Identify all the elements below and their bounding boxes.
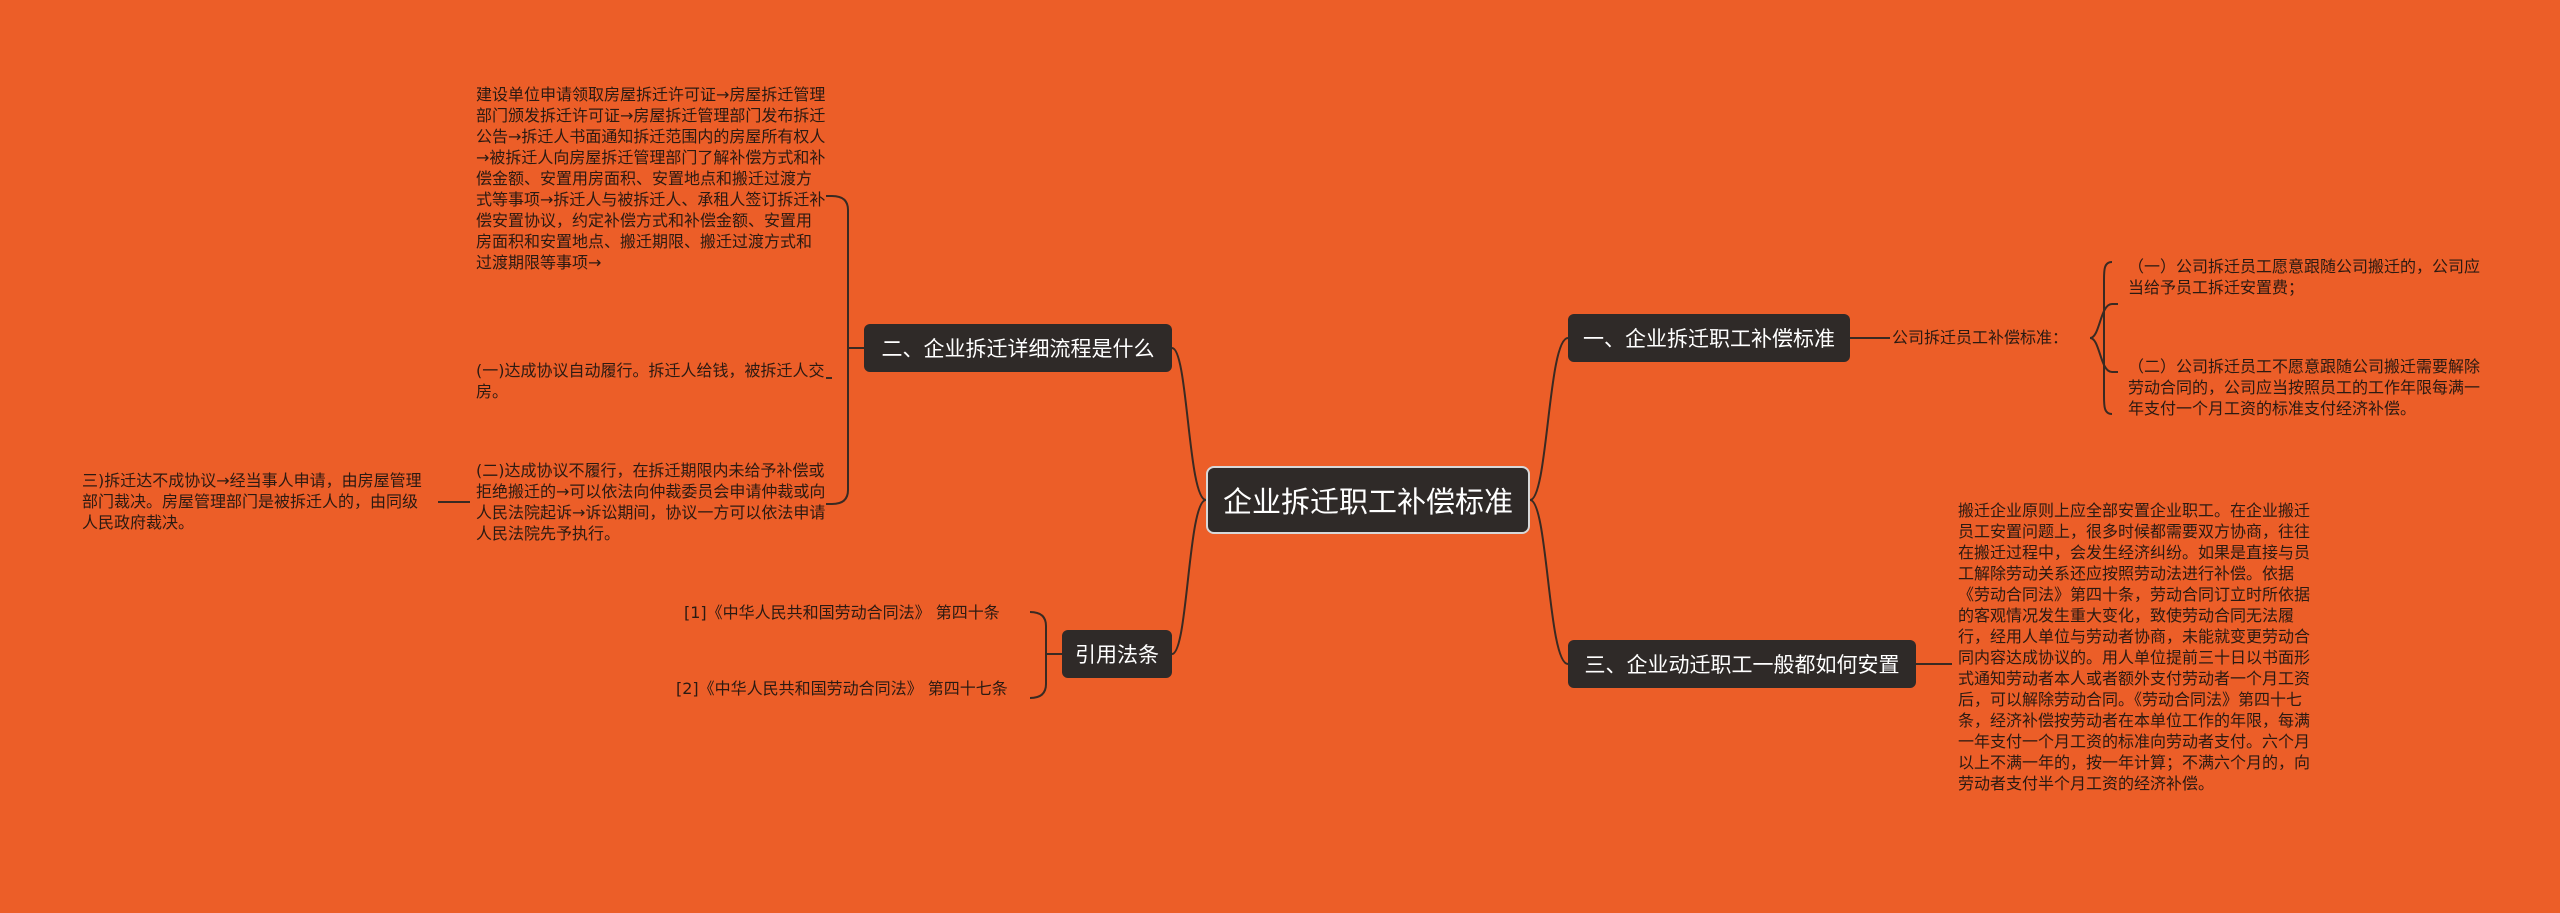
bracket-b2	[831, 195, 849, 505]
branch-label: 一、企业拆迁职工补偿标准	[1583, 327, 1835, 351]
leaf-relocation-fee: （一）公司拆迁员工愿意跟随公司搬迁的，公司应当给予员工拆迁安置费；	[2128, 257, 2481, 297]
branch-label: 引用法条	[1075, 643, 1159, 667]
link-root-b4	[1171, 499, 1207, 655]
link-root-b1	[1529, 337, 1569, 501]
leaf-law-article-47: [2]《中华人民共和国劳动合同法》 第四十七条	[676, 679, 1008, 698]
link-sublabel-leaves	[2089, 303, 2118, 373]
branch-compensation-standard[interactable]: 一、企业拆迁职工补偿标准	[1568, 314, 1850, 362]
bracket-b1	[2103, 261, 2113, 415]
link-root-b3	[1529, 499, 1569, 665]
bracket-b4	[1029, 611, 1047, 699]
leaf-law-article-40: [1]《中华人民共和国劳动合同法》 第四十条	[684, 603, 1000, 622]
branch-employee-placement[interactable]: 三、企业动迁职工一般都如何安置	[1568, 640, 1916, 688]
branch-cited-laws[interactable]: 引用法条	[1062, 630, 1172, 678]
leaf-agreement-fulfilled: (一)达成协议自动履行。拆迁人给钱，被拆迁人交房。	[476, 361, 825, 401]
branch-label: 二、企业拆迁详细流程是什么	[881, 337, 1155, 361]
leaf-process-steps: 建设单位申请领取房屋拆迁许可证→房屋拆迁管理部门颁发拆迁许可证→房屋拆迁管理部门…	[476, 85, 826, 272]
sub-topic-compensation-standard: 公司拆迁员工补偿标准：	[1892, 328, 2069, 347]
leaf-agreement-not-fulfilled: (二)达成协议不履行，在拆迁期限内未给予补偿或拒绝搬迁的→可以依法向仲裁委员会申…	[476, 461, 826, 543]
link-root-b2	[1171, 347, 1207, 501]
leaf-placement-details: 搬迁企业原则上应全部安置企业职工。在企业搬迁员工安置问题上，很多时候都需要双方协…	[1958, 501, 2311, 793]
branch-label: 三、企业动迁职工一般都如何安置	[1584, 653, 1900, 677]
branch-demolition-process[interactable]: 二、企业拆迁详细流程是什么	[864, 324, 1172, 372]
leaf-no-agreement-ruling: 三)拆迁达不成协议→经当事人申请，由房屋管理部门裁决。房屋管理部门是被拆迁人的，…	[82, 471, 422, 532]
leaf-economic-compensation: （二）公司拆迁员工不愿意跟随公司搬迁需要解除劳动合同的，公司应当按照员工的工作年…	[2128, 357, 2481, 418]
root-topic-label: 企业拆迁职工补偿标准	[1222, 485, 1513, 519]
root-topic[interactable]: 企业拆迁职工补偿标准	[1206, 466, 1530, 534]
